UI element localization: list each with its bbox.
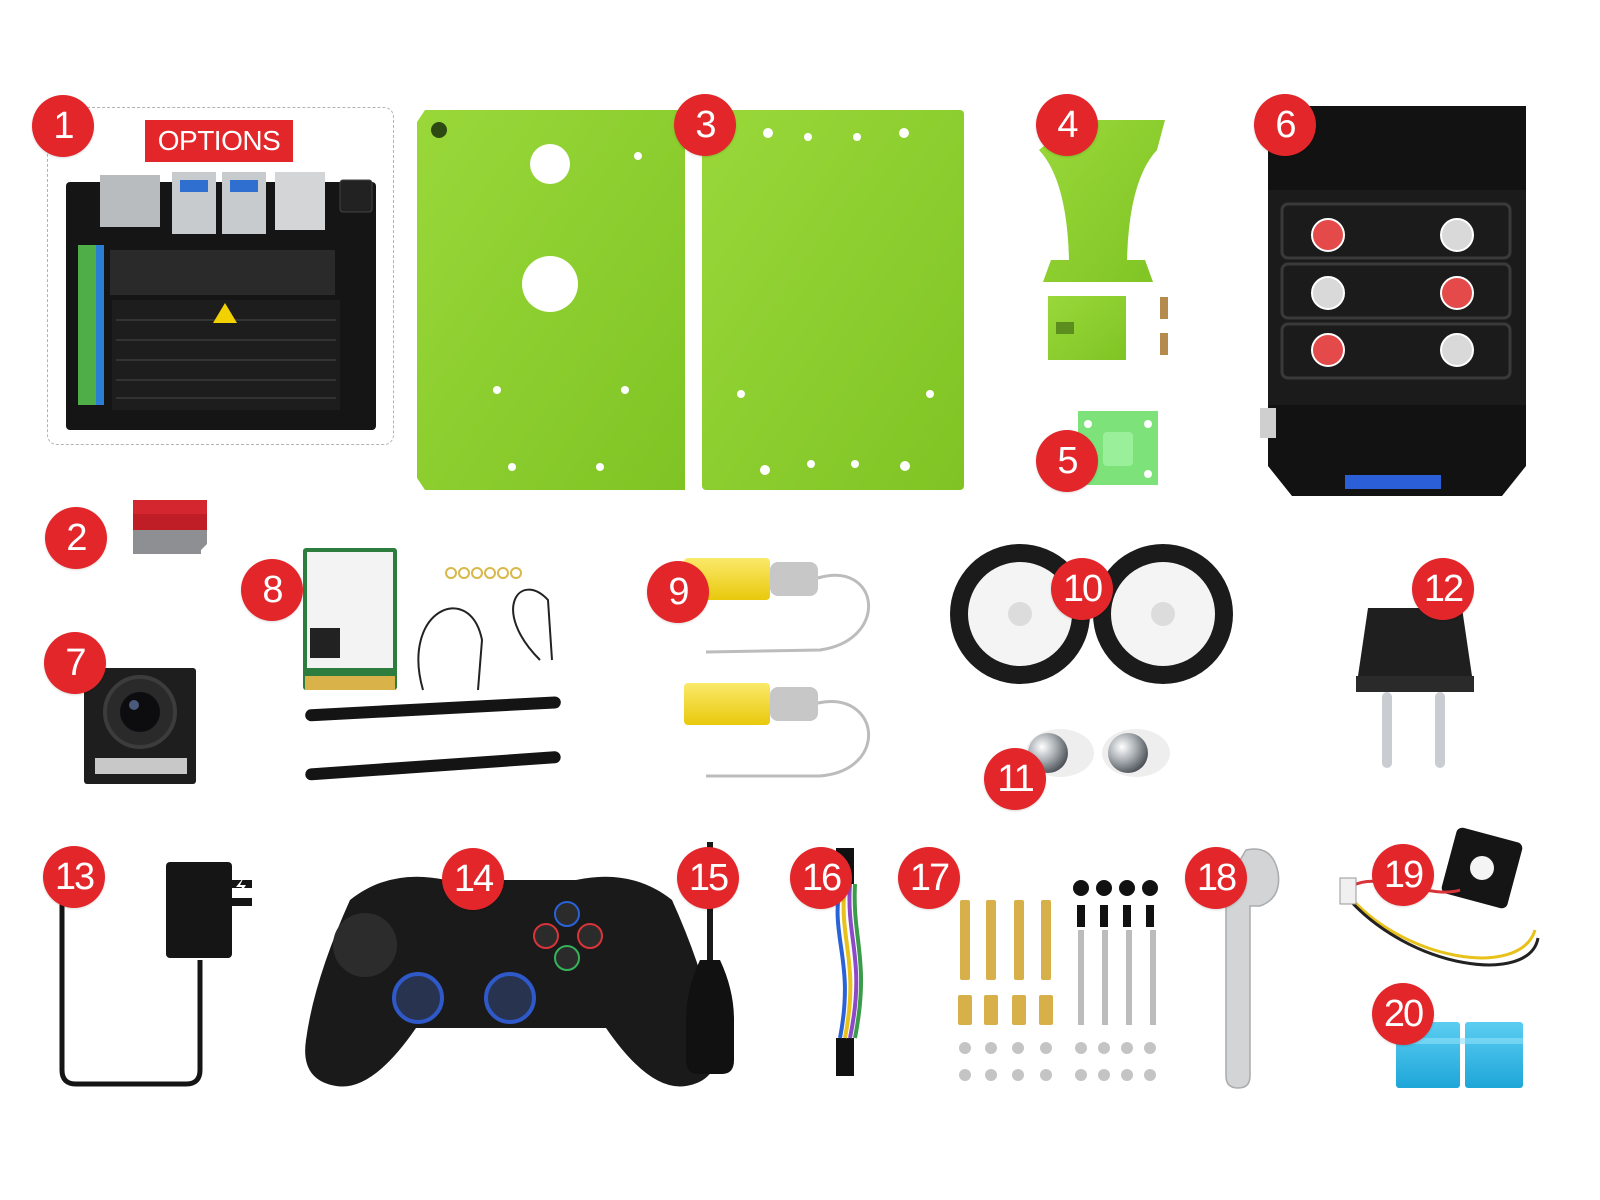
item-number-badge: 20 xyxy=(1372,983,1434,1045)
ball-casters-icon xyxy=(1026,729,1170,777)
jumper-wires-icon xyxy=(835,848,864,1076)
camera-module-icon xyxy=(84,668,196,784)
item-number-badge: 6 xyxy=(1254,94,1316,156)
wireless-gamepad-icon xyxy=(305,876,717,1087)
item-number-badge: 4 xyxy=(1036,94,1098,156)
expansion-board-battery-holder-icon xyxy=(1260,106,1526,496)
item-number-badge: 8 xyxy=(241,559,303,621)
cooling-fan-icon xyxy=(1339,827,1540,967)
item-number-badge: 10 xyxy=(1051,558,1113,620)
jetson-nano-board-icon xyxy=(66,172,376,430)
camera-bracket-icon xyxy=(1039,120,1168,360)
aluminum-chassis-plates-icon xyxy=(417,110,964,490)
item-number-badge: 5 xyxy=(1036,430,1098,492)
item-number-badge: 18 xyxy=(1185,847,1247,909)
options-label: OPTIONS xyxy=(145,120,293,162)
item-number-badge: 2 xyxy=(45,507,107,569)
wheels-icon xyxy=(950,544,1233,684)
plug-adapter-icon xyxy=(1356,608,1474,768)
item-number-badge: 13 xyxy=(43,846,105,908)
power-adapter-icon xyxy=(59,862,252,1087)
item-number-badge: 11 xyxy=(984,748,1046,810)
microsd-card-icon xyxy=(133,500,207,554)
item-number-badge: 15 xyxy=(677,847,739,909)
item-number-badge: 1 xyxy=(32,95,94,157)
item-number-badge: 9 xyxy=(647,561,709,623)
item-number-badge: 7 xyxy=(44,632,106,694)
item-number-badge: 19 xyxy=(1372,844,1434,906)
item-number-badge: 12 xyxy=(1412,558,1474,620)
wireless-card-antennas-icon xyxy=(303,548,561,781)
options-outline xyxy=(47,107,394,445)
item-number-badge: 16 xyxy=(790,847,852,909)
item-number-badge: 3 xyxy=(674,94,736,156)
gear-motors-icon xyxy=(684,558,871,778)
item-number-badge: 17 xyxy=(898,847,960,909)
standoffs-screws-icon xyxy=(958,880,1158,1081)
item-number-badge: 14 xyxy=(442,848,504,910)
